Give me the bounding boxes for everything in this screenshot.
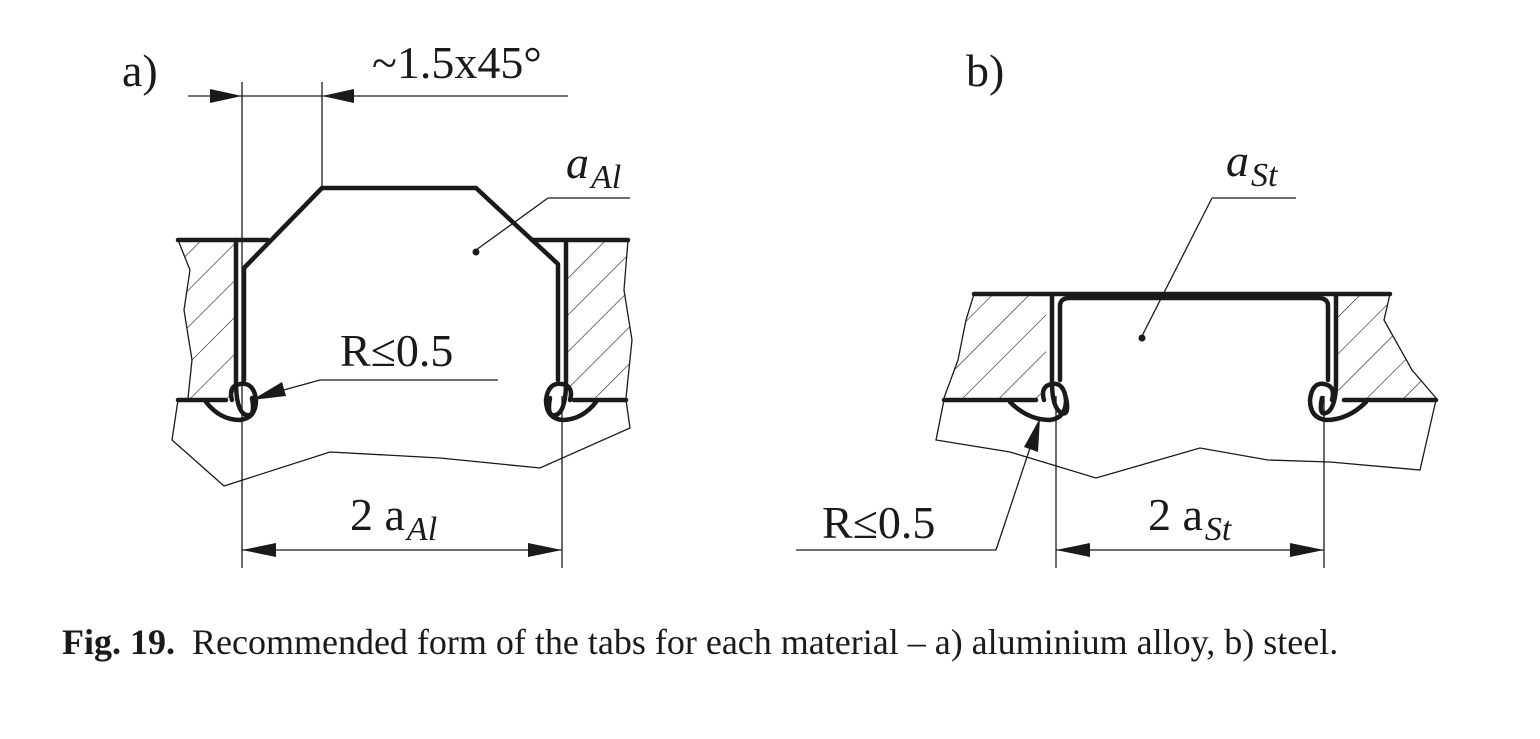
panel-a-left-relief xyxy=(203,381,259,423)
tab-form-diagram: a) ~1.5x45° aAl R≤0.5 2 aAl xyxy=(122,37,1439,568)
panel-a-right-relief xyxy=(543,381,599,423)
panel-b-label: b) xyxy=(966,45,1004,96)
figure-number: Fig. 19. xyxy=(62,622,175,662)
panel-b-right-wall-section xyxy=(1334,294,1436,398)
panel-b-tab-outline xyxy=(1057,295,1331,383)
panel-a-left-break xyxy=(177,239,193,399)
panel-a-right-break xyxy=(623,239,633,399)
panel-b-width-label: 2 aSt xyxy=(1148,489,1233,548)
panel-a-tab-symbol: aAl xyxy=(566,137,621,196)
panel-a: a) ~1.5x45° aAl R≤0.5 2 aAl xyxy=(122,37,633,568)
panel-b-left-relief xyxy=(1007,381,1069,423)
panel-a-right-wall-section xyxy=(566,240,632,398)
panel-a-left-wall-section xyxy=(178,240,236,398)
panel-a-tab-outline xyxy=(241,185,561,383)
panel-a-width-label: 2 aAl xyxy=(350,489,437,548)
panel-b-radius-label: R≤0.5 xyxy=(822,497,935,548)
figure-caption-text: Recommended form of the tabs for each ma… xyxy=(192,622,1339,662)
panel-b: b) aSt R≤0.5 2 aSt xyxy=(796,45,1439,568)
panel-a-base-break-line xyxy=(171,399,631,487)
panel-b-right-relief xyxy=(1307,381,1369,423)
panel-b-tab-symbol: aSt xyxy=(1226,135,1279,194)
panel-b-base-break-line xyxy=(935,399,1437,479)
panel-a-chamfer-label: ~1.5x45° xyxy=(372,37,542,88)
panel-a-radius-label: R≤0.5 xyxy=(340,325,453,376)
panel-b-left-wall-section xyxy=(944,294,1046,398)
figure-caption: Fig. 19. Recommended form of the tabs fo… xyxy=(62,620,1502,664)
panel-a-label: a) xyxy=(122,45,158,96)
